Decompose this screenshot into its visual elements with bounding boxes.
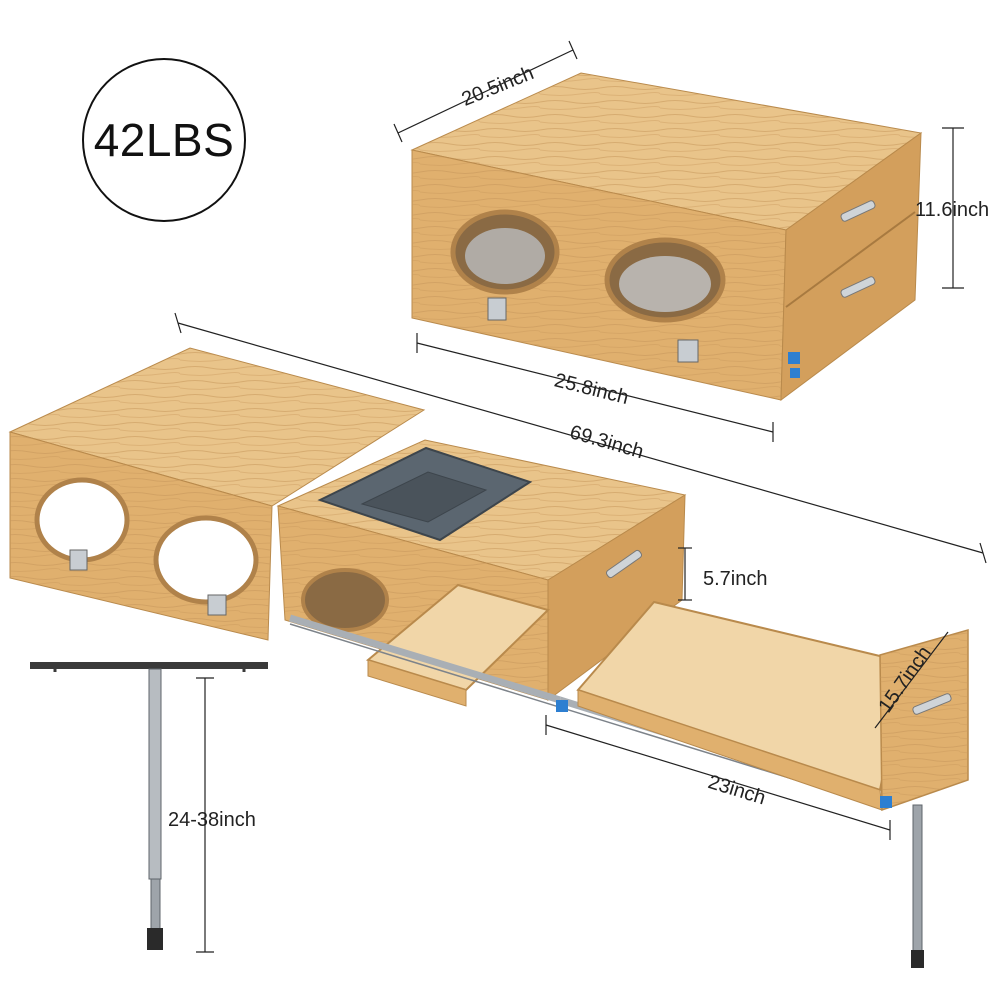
dim-closed-depth: 25.8inch <box>552 369 631 409</box>
latch-icon <box>207 594 227 616</box>
dim-drawer-height: 5.7inch <box>703 568 768 590</box>
connector-icon <box>880 796 892 808</box>
dimension-lines-extended <box>174 312 987 840</box>
connector-icon <box>790 368 800 378</box>
drawer-handle-icon <box>840 276 876 298</box>
leg-lower-tube <box>150 878 161 930</box>
latch-icon <box>487 297 507 321</box>
extended-unit <box>8 347 969 968</box>
dim-closed-height: 11.6inch <box>915 199 989 221</box>
leg-bracket <box>30 662 268 669</box>
connector-icon <box>556 700 568 712</box>
drawer-handle-icon <box>912 693 952 715</box>
extended-box-hole-left <box>34 477 130 563</box>
dim-tray-length: 23inch <box>705 771 768 809</box>
dim-extended-length: 69.3inch <box>567 421 646 463</box>
slide-rail <box>288 614 562 704</box>
latch-icon <box>677 339 699 363</box>
closed-box <box>410 72 923 402</box>
connector-icon <box>788 352 800 364</box>
tray-leg <box>912 804 923 956</box>
closed-box-side <box>780 131 922 402</box>
weight-label: 42LBS <box>93 114 235 166</box>
drawer-handle-icon <box>840 200 876 222</box>
extended-box-hole-right <box>153 515 259 605</box>
drawer-handle-icon <box>606 549 642 579</box>
leg-upper-tube <box>148 668 162 880</box>
weight-badge: 42LBS <box>82 58 246 222</box>
dim-leg-height: 24-38inch <box>168 809 256 831</box>
dimension-lines-closed <box>393 40 964 442</box>
latch-icon <box>69 549 88 571</box>
adjustable-leg <box>30 662 268 953</box>
